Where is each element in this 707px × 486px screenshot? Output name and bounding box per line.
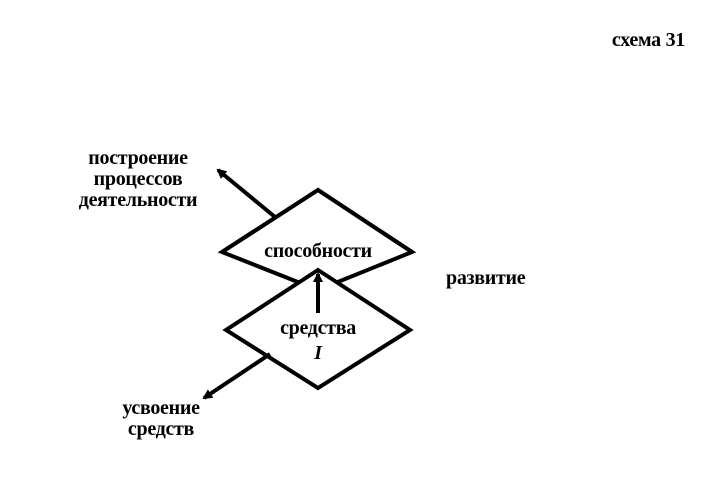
lower-diamond <box>222 267 414 391</box>
means-sublabel: I <box>314 342 322 364</box>
arrow-to-construction <box>216 168 277 219</box>
development-label: развитие <box>446 267 526 289</box>
construction-label-line: процессов <box>93 168 183 190</box>
construction-label-line: построение <box>88 147 188 169</box>
assimilation-label: усвоение средств <box>96 398 226 440</box>
upper-diamond-top-edges <box>220 187 414 254</box>
assimilation-label-line: усвоение <box>122 397 200 419</box>
abilities-label: способности <box>264 240 372 262</box>
assimilation-label-line: средств <box>127 418 195 440</box>
arrow-to-assimilation <box>202 352 272 400</box>
construction-label-line: деятельности <box>78 189 198 211</box>
means-label: средства <box>280 317 356 339</box>
construction-label: построение процессов деятельности <box>58 148 218 211</box>
scheme-number-label: схема 31 <box>611 29 685 51</box>
